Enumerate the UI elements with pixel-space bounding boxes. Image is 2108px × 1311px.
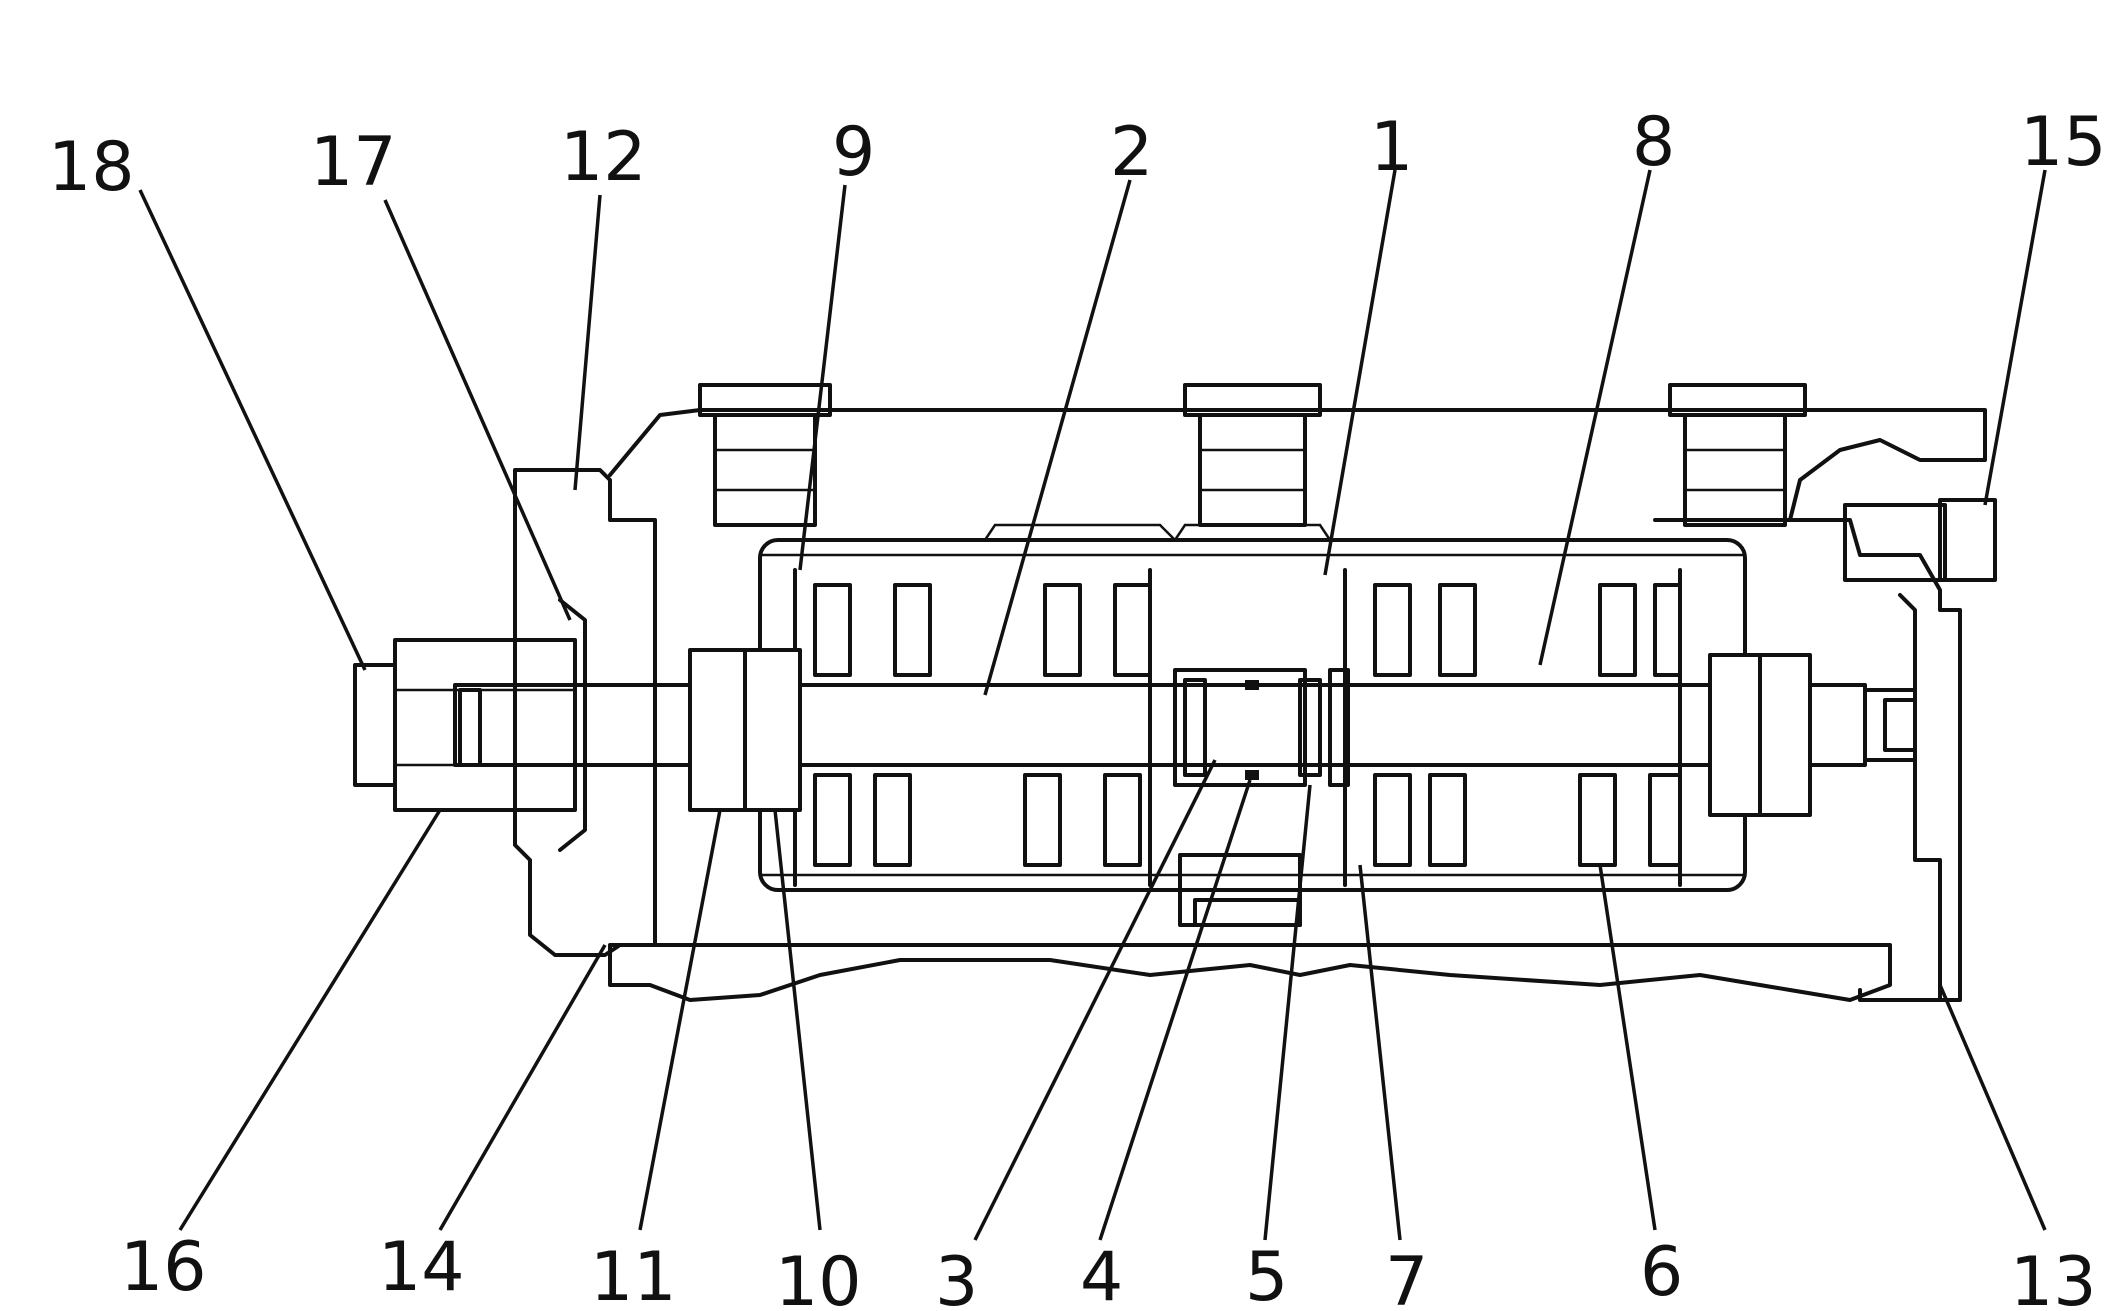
- callout-5: 5: [1245, 1238, 1288, 1311]
- centre-poppet: [1173, 668, 1350, 787]
- leader-lines: [138, 169, 2047, 1241]
- callout-14: 14: [378, 1228, 465, 1307]
- top-port-plugs: [698, 383, 1807, 527]
- callout-9: 9: [832, 113, 875, 192]
- callout-6: 6: [1640, 1233, 1683, 1311]
- callout-10: 10: [775, 1243, 862, 1311]
- spool: [453, 568, 1867, 887]
- left-end-plug: [353, 598, 587, 852]
- right-retainer: [1708, 653, 1812, 817]
- callout-4: 4: [1080, 1238, 1123, 1311]
- callout-7: 7: [1385, 1243, 1428, 1311]
- callout-11: 11: [590, 1238, 677, 1311]
- callout-3: 3: [935, 1243, 978, 1311]
- callout-2: 2: [1110, 113, 1153, 192]
- callout-16: 16: [120, 1228, 207, 1307]
- callout-18: 18: [48, 128, 135, 207]
- right-end-cap: [1843, 498, 1997, 762]
- callout-15: 15: [2020, 103, 2107, 182]
- callout-13: 13: [2010, 1243, 2097, 1311]
- callout-labels: 18 17 12 9 2 1 8 15 16 14 11 10 3 4 5 7 …: [48, 103, 2107, 1311]
- callout-17: 17: [310, 123, 397, 202]
- callout-12: 12: [560, 118, 647, 197]
- callout-8: 8: [1632, 103, 1675, 182]
- callout-1: 1: [1370, 108, 1413, 187]
- left-retainers: [688, 648, 802, 812]
